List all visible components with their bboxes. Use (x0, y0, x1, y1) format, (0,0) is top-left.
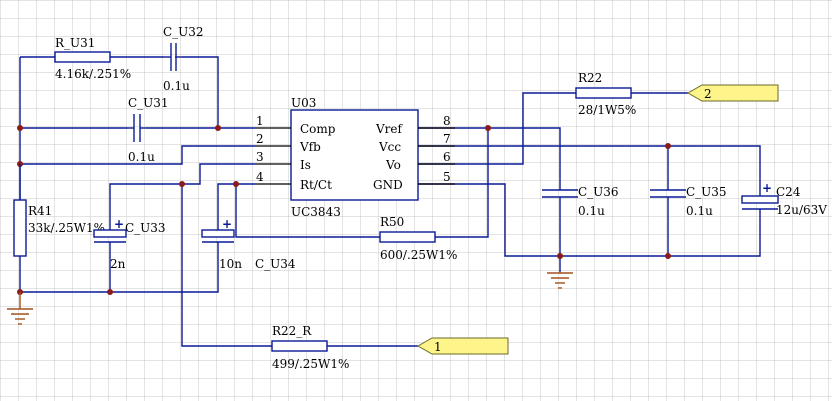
component-value: 0.1u (128, 150, 155, 164)
ic-pin-number: 1 (256, 114, 264, 128)
component-value: 600/.25W1% (380, 248, 457, 262)
capacitor-c-u33[interactable]: + C_U33 2n (93, 200, 166, 271)
ground-symbol-left (7, 292, 33, 325)
capacitor-c-u36[interactable]: C_U36 0.1u (542, 184, 619, 218)
resistor-body[interactable] (13, 199, 27, 257)
component-designator: C_U31 (128, 96, 169, 110)
junction-dot (179, 181, 185, 187)
capacitor-c-u34[interactable]: + 10n C_U34 (201, 217, 296, 271)
junction-dot (665, 253, 671, 259)
capacitor-body[interactable] (93, 229, 127, 238)
port-2[interactable]: 2 (686, 84, 779, 102)
resistor-r50[interactable]: R50 600/.25W1% (379, 215, 457, 262)
port-flag[interactable] (416, 337, 509, 355)
component-value: 12u/63V (776, 203, 827, 217)
ic-pin-name: GND (373, 178, 403, 192)
junction-dot (233, 181, 239, 187)
capacitor-c24[interactable]: + C24 12u/63V (741, 181, 827, 218)
ic-pin-name: Vo (385, 158, 401, 172)
ic-pin-name: Comp (300, 122, 336, 136)
capacitor-body[interactable] (201, 229, 235, 238)
component-designator: R50 (380, 215, 404, 229)
resistor-r41[interactable]: R41 33k/.25W1% (13, 164, 105, 257)
ic-designator: U03 (291, 96, 316, 110)
ic-pin-number: 8 (443, 114, 451, 128)
ic-pin-number: 2 (256, 132, 264, 146)
ic-u03[interactable]: U03 1 2 3 4 Comp Vfb Is Rt/Ct 8 7 6 5 Vr… (255, 96, 455, 219)
component-designator: R41 (28, 204, 52, 218)
resistor-body[interactable] (575, 87, 632, 99)
component-value: 4.16k/.251% (55, 67, 131, 81)
resistor-body[interactable] (271, 340, 328, 352)
junction-dot (107, 289, 113, 295)
junction-dot (215, 125, 221, 131)
component-value: 0.1u (163, 79, 190, 93)
port-label: 1 (434, 340, 442, 354)
ic-pin-number: 7 (443, 132, 451, 146)
component-designator: R_U31 (55, 36, 95, 50)
component-designator: R22_R (272, 324, 312, 338)
component-designator: C_U36 (578, 185, 619, 199)
ic-pin-name: Rt/Ct (300, 178, 332, 192)
resistor-r22[interactable]: R22 28/1W5% (575, 71, 636, 117)
component-designator: C24 (776, 185, 801, 199)
resistor-body[interactable] (379, 231, 436, 243)
ic-pin-number: 6 (443, 150, 451, 164)
polarity-mark: + (762, 181, 772, 195)
component-designator: C_U34 (255, 257, 296, 271)
ic-pin-name: Vcc (378, 140, 401, 154)
capacitor-body[interactable] (741, 195, 779, 204)
polarity-mark: + (114, 217, 124, 231)
component-designator: C_U32 (163, 25, 204, 39)
component-value: 499/.25W1% (272, 357, 349, 371)
ic-pin-number: 3 (256, 150, 264, 164)
junction-dot (557, 253, 563, 259)
resistor-r22-r[interactable]: R22_R 499/.25W1% (271, 324, 349, 371)
polarity-mark: + (222, 217, 232, 231)
component-designator: C_U35 (686, 185, 727, 199)
capacitor-c-u31[interactable]: C_U31 0.1u (128, 96, 169, 164)
component-value: 0.1u (686, 204, 713, 218)
port-label: 2 (704, 87, 712, 101)
ic-pin-number: 5 (443, 170, 451, 184)
resistor-r-u31[interactable]: R_U31 4.16k/.251% (54, 36, 131, 81)
junction-dot (665, 143, 671, 149)
component-value: 33k/.25W1% (28, 221, 105, 235)
junction-dot (485, 125, 491, 131)
ic-pin-name: Is (300, 158, 311, 172)
capacitor-c-u32[interactable]: C_U32 0.1u (163, 25, 204, 93)
capacitor-c-u35[interactable]: C_U35 0.1u (650, 184, 727, 218)
port-1[interactable]: 1 (416, 337, 509, 355)
junction-dot (17, 125, 23, 131)
resistor-body[interactable] (54, 51, 111, 63)
wires (19, 56, 761, 347)
component-value: 10n (219, 257, 242, 271)
component-value: 2n (110, 257, 126, 271)
ic-pin-name: Vfb (299, 140, 321, 154)
port-flag[interactable] (686, 84, 779, 102)
component-value: 28/1W5% (578, 103, 636, 117)
component-designator: C_U33 (125, 221, 166, 235)
ic-pin-number: 4 (256, 170, 264, 184)
component-value: 0.1u (578, 204, 605, 218)
ic-body[interactable] (290, 109, 419, 201)
ic-pin-name: Vref (375, 122, 404, 136)
ground-symbol-right (547, 272, 573, 289)
junctions (17, 125, 671, 295)
component-designator: R22 (578, 71, 602, 85)
ic-part-number: UC3843 (291, 205, 341, 219)
